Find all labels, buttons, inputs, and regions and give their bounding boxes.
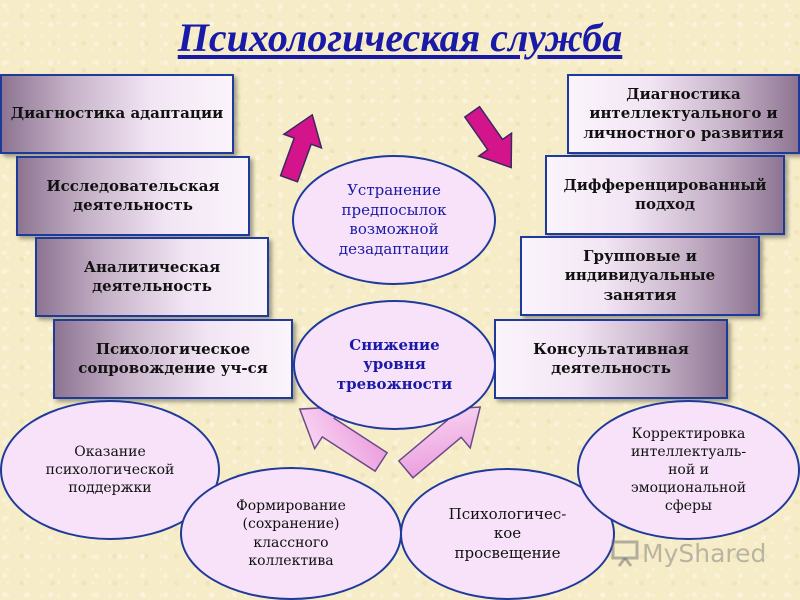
box-label: Аналитическая деятельность — [83, 257, 221, 296]
arrow-down-left-icon — [279, 113, 323, 183]
box-label: Групповые и индивидуальные занятия — [564, 246, 716, 304]
box-label: Психологическое сопровождение уч-ся — [78, 339, 268, 378]
box-consultative-activity: Консультативная деятельность — [494, 319, 728, 399]
box-psychological-support: Психологическое сопровождение уч-ся — [53, 319, 293, 399]
ellipse-class-collective: Формирование (сохранение) классного колл… — [180, 467, 402, 600]
presentation-board-icon — [611, 540, 639, 567]
box-label: Консультативная деятельность — [533, 339, 689, 378]
ellipse-label: Оказание психологической поддержки — [45, 443, 175, 497]
ellipse-anxiety-reduction: Снижение уровня тревожности — [293, 300, 496, 430]
box-analytical-activity: Аналитическая деятельность — [35, 237, 269, 317]
ellipse-label: Формирование (сохранение) классного колл… — [236, 498, 346, 569]
box-group-individual-lessons: Групповые и индивидуальные занятия — [520, 236, 760, 316]
box-differentiated-approach: Дифференцированный подход — [545, 155, 785, 235]
ellipse-label: Устранение предпосылок возможной дезадап… — [338, 181, 450, 258]
box-label: Диагностика адаптации — [10, 104, 224, 123]
box-label: Исследовательская деятельность — [46, 176, 220, 215]
ellipse-psychological-education: Психологичес- кое просвещение — [400, 468, 615, 600]
watermark-logo: MyShared — [610, 538, 766, 568]
ellipse-label: Корректировка интеллектуаль- ной и эмоци… — [630, 425, 747, 515]
watermark-text: MyShared — [642, 538, 767, 568]
box-adaptation-diagnostics: Диагностика адаптации — [0, 74, 234, 154]
box-intellectual-diagnostics: Диагностика интеллектуального и личностн… — [567, 74, 800, 154]
ellipse-label: Снижение уровня тревожности — [336, 335, 453, 393]
box-label: Дифференцированный подход — [563, 175, 767, 214]
arrow-down-right-icon — [463, 105, 513, 169]
box-research-activity: Исследовательская деятельность — [16, 156, 250, 236]
ellipse-label: Психологичес- кое просвещение — [448, 504, 567, 562]
ellipse-prevention-maladaptation: Устранение предпосылок возможной дезадап… — [292, 155, 496, 285]
ellipse-correction: Корректировка интеллектуаль- ной и эмоци… — [577, 400, 800, 540]
box-label: Диагностика интеллектуального и личностн… — [583, 84, 784, 142]
page-title: Психологическая служба — [177, 15, 623, 60]
